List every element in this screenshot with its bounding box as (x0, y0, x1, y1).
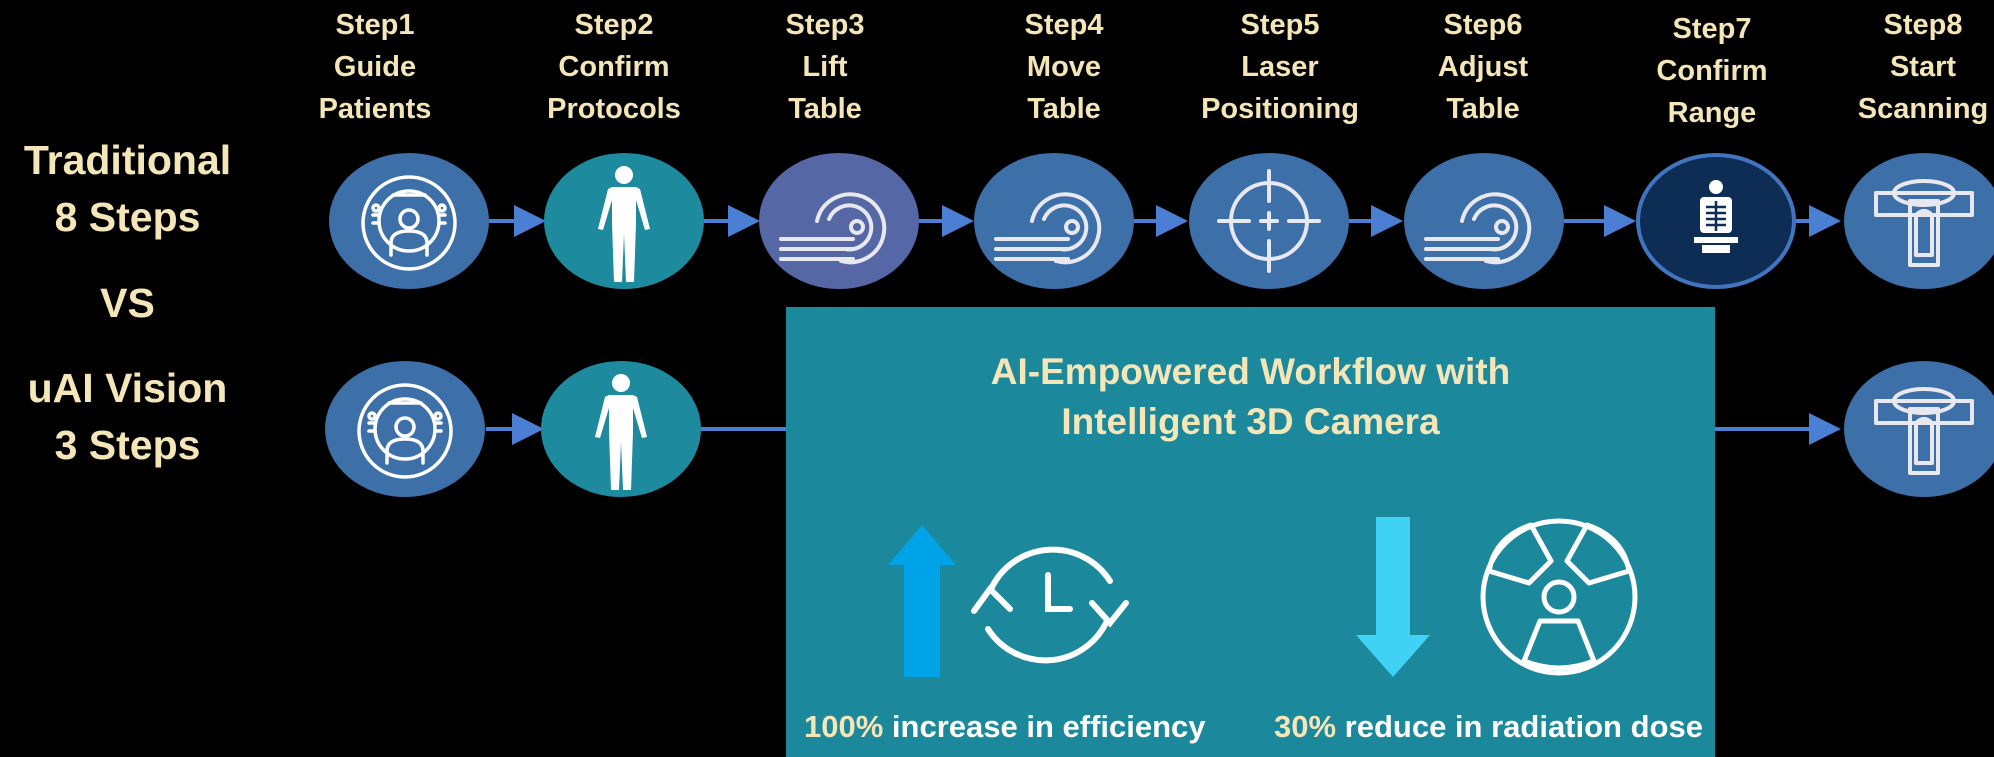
clock-cycle-icon (971, 546, 1129, 664)
efficiency-percent: 100% (804, 709, 884, 744)
step1-circle (329, 153, 489, 289)
radiation-icon (1480, 518, 1638, 676)
down-arrow-icon (1356, 517, 1430, 677)
radiation-text: reduce in radiation dose (1336, 709, 1703, 744)
mri-patient-icon (357, 383, 453, 479)
table-adjust-icon (1424, 192, 1532, 265)
table-move-icon (994, 192, 1102, 265)
step3-circle (759, 153, 919, 289)
crosshair-icon (1217, 169, 1321, 273)
step6-circle (1404, 153, 1564, 289)
step2-circle (544, 153, 704, 289)
efficiency-stat: 100% increase in efficiency (804, 709, 1206, 745)
uai-step8-circle (1844, 361, 1994, 497)
radiation-stat: 30% reduce in radiation dose (1274, 709, 1703, 745)
scanner-icon (1874, 179, 1974, 267)
xray-range-icon (1694, 180, 1738, 253)
step5-circle (1189, 153, 1349, 289)
human-body-icon (595, 374, 647, 490)
efficiency-text: increase in efficiency (883, 709, 1206, 744)
scanner-icon (1874, 387, 1974, 475)
human-body-icon (598, 166, 650, 282)
step7-circle (1636, 153, 1796, 289)
uai-step2-circle (541, 361, 701, 497)
mri-patient-icon (361, 175, 457, 271)
uai-step1-circle (325, 361, 485, 497)
up-arrow-icon (888, 525, 956, 677)
vs-label: VS (100, 280, 155, 326)
table-lift-icon (779, 192, 887, 265)
panel-title: AI-Empowered Workflow with Intelligent 3… (990, 351, 1511, 442)
step4-circle (974, 153, 1134, 289)
step8-circle (1844, 153, 1994, 289)
radiation-percent: 30% (1274, 709, 1337, 744)
ai-workflow-panel: AI-Empowered Workflow with Intelligent 3… (786, 307, 1715, 757)
